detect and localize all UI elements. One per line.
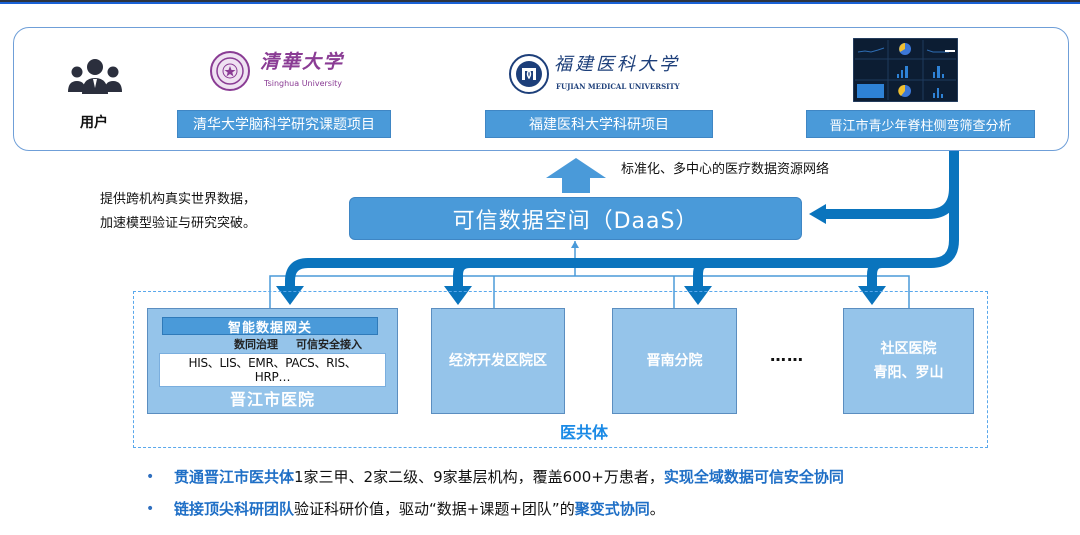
bullet-item: • 贯通晋江市医共体 1家三甲、2家二级、9家基层机构，覆盖600+万患者， 实… [146, 461, 844, 493]
drop-arrowhead-3 [858, 286, 886, 305]
fujian-logo: 福建医科大学 FUJIAN MEDICAL UNIVERSITY [508, 50, 698, 98]
systems-line-1: HIS、LIS、EMR、PACS、RIS、 [188, 356, 357, 370]
thin-line-bus [269, 275, 910, 308]
bullet-highlight-end: 聚变式协同 [574, 500, 650, 518]
project-scoliosis-button[interactable]: 晋江市青少年脊柱侧弯筛查分析 [806, 110, 1035, 138]
branch-hospital-jinnan[interactable]: 晋南分院 [612, 308, 737, 414]
bullet-tail: 。 [649, 500, 665, 518]
tsinghua-seal-icon [210, 51, 250, 91]
branch-name: 经济开发区院区 [449, 353, 547, 369]
smart-gateway[interactable]: 智能数据网关 [162, 317, 378, 336]
systems-line-2: HRP… [254, 370, 291, 384]
tsinghua-logo: 清華大学 Tsinghua University [208, 48, 358, 94]
flow-bus-left [285, 188, 959, 288]
daas-arrowhead [809, 204, 826, 224]
more-branches-ellipsis: …… [770, 346, 804, 365]
fujian-seal-icon [509, 54, 549, 94]
dashboard-thumbnail [853, 38, 958, 102]
bullet-body: 验证科研价值，驱动“数据+课题+团队”的 [294, 500, 575, 518]
bullet-body: 1家三甲、2家二级、9家基层机构，覆盖600+万患者， [294, 468, 664, 486]
users-group-icon [68, 59, 122, 94]
yigongti-label: 医共体 [560, 423, 609, 442]
bullet-dot: • [146, 469, 155, 485]
daas-box[interactable]: 可信数据空间（DaaS） [349, 197, 802, 240]
thin-arrowhead [571, 241, 579, 248]
gateway-access-label: 可信安全接入 [296, 338, 362, 351]
bullet-item: • 链接顶尖科研团队 验证科研价值，驱动“数据+课题+团队”的 聚变式协同 。 [146, 493, 844, 525]
network-note: 标准化、多中心的医疗数据资源网络 [621, 162, 830, 177]
bullet-highlight-start: 贯通晋江市医共体 [174, 468, 295, 486]
project-tsinghua-button[interactable]: 清华大学脑科学研究课题项目 [177, 110, 391, 138]
drop-arrowhead-2 [684, 286, 712, 305]
side-note: 提供跨机构真实世界数据， 加速模型验证与研究突破。 [100, 188, 256, 236]
drop-arrowhead-1 [444, 286, 472, 305]
side-note-line-1: 提供跨机构真实世界数据， [100, 192, 257, 207]
branch-hospital-econ-zone[interactable]: 经济开发区院区 [431, 308, 565, 414]
systems-box: HIS、LIS、EMR、PACS、RIS、 HRP… [159, 353, 386, 387]
tsinghua-logo-cn: 清華大学 [260, 51, 345, 73]
top-dark-strip [0, 0, 1080, 2]
thick-flow [285, 151, 959, 288]
branch-hospital-community[interactable]: 社区医院 青阳、罗山 [843, 308, 974, 414]
tsinghua-logo-en: Tsinghua University [264, 79, 343, 88]
main-hospital-box[interactable]: 智能数据网关 数同治理 可信安全接入 HIS、LIS、EMR、PACS、RIS、… [147, 308, 398, 414]
drop-arrowhead-main [276, 286, 304, 305]
branch-name: 晋南分院 [646, 353, 703, 369]
bullet-highlight-start: 链接顶尖科研团队 [174, 500, 295, 518]
fujian-logo-cn: 福建医科大学 [554, 54, 680, 75]
users-label: 用户 [80, 115, 108, 131]
top-accent-bar [0, 0, 1080, 4]
flow-drop-1 [453, 258, 471, 288]
gateway-governance-label: 数同治理 [234, 338, 278, 351]
branch-name: 社区医院 [880, 341, 937, 357]
branch-subname: 青阳、罗山 [873, 365, 944, 381]
flow-drop-2 [693, 258, 707, 288]
side-note-line-2: 加速模型验证与研究突破。 [100, 216, 257, 231]
up-block-arrow [546, 158, 606, 193]
main-hospital-name: 晋江市医院 [229, 390, 315, 409]
bullet-dot: • [146, 501, 155, 517]
flow-drop-3 [867, 258, 883, 288]
yigongti-group [133, 291, 988, 448]
project-fujian-button[interactable]: 福建医科大学科研项目 [485, 110, 713, 138]
summary-bullets: • 贯通晋江市医共体 1家三甲、2家二级、9家基层机构，覆盖600+万患者， 实… [146, 461, 844, 525]
bullet-highlight-end: 实现全域数据可信安全协同 [663, 468, 844, 486]
flow-to-daas [826, 151, 959, 219]
fujian-logo-en: FUJIAN MEDICAL UNIVERSITY [556, 82, 680, 91]
